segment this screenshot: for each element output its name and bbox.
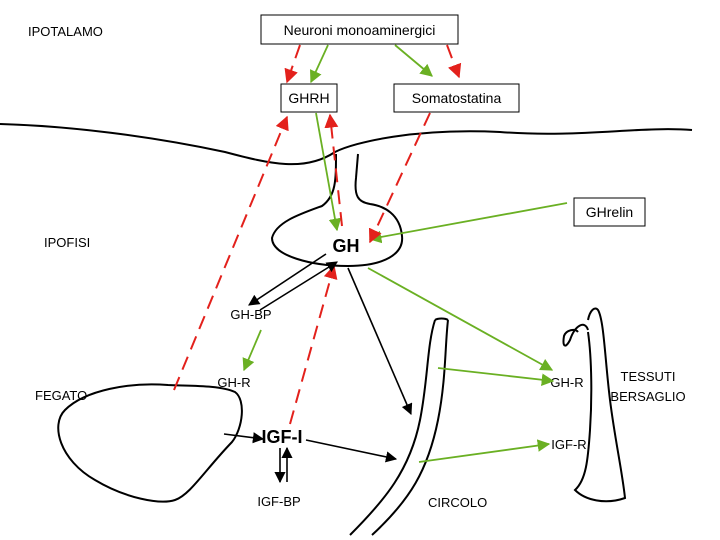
arrow-ghbp-to-gh [259,261,338,311]
region-circolo: CIRCOLO [428,495,487,510]
gh-r-tissue-label: GH-R [550,375,583,390]
region-ipotalamo: IPOTALAMO [28,24,103,39]
region-fegato: FEGATO [35,388,87,403]
arrow-neurons-to-somatostatin [394,44,433,77]
ghrelin-box [573,197,646,227]
arrow-gh-to-ghbp [248,253,327,306]
ghrh-box [280,83,338,113]
blood-vessel-left-wall [349,319,436,536]
arrow-liver-to-igf1 [223,432,265,444]
gh-label: GH [333,236,360,256]
arrow-circulation-to-igfr [418,439,551,463]
arrow-gh-to-circulation [347,267,413,416]
arrow-neurons-inhibit-somatostatin [446,44,462,79]
gh-r-liver-label: GH-R [217,375,250,390]
hypothalamus-boundary [0,123,693,166]
arrow-liver-feedback-ghrh [173,115,289,391]
igf-bp-label: IGF-BP [257,494,300,509]
somatostatina-box [393,83,520,113]
region-bersaglio: BERSAGLIO [610,389,685,404]
ghrh-label: GHRH [288,90,329,106]
arrow-neurons-inhibit-ghrh [284,44,301,84]
region-ipofisi: IPOFISI [44,235,90,250]
igf-r-label: IGF-R [551,437,586,452]
arrow-circulation-to-tissue-ghr [437,367,555,386]
gh-bp-label: GH-BP [230,307,271,322]
pituitary-outline [270,153,404,268]
somatostatina-label: Somatostatina [412,90,502,106]
target-tissue-outline [562,307,627,503]
arrow-igf1-to-circulation [305,439,398,463]
blood-vessel-right-wall [371,319,449,536]
neuroni-monoaminergici-label: Neuroni monoaminergici [284,22,436,38]
blood-vessel-top-cap [434,317,449,321]
neuroni-monoaminergici-box [260,14,459,45]
igf-1-label: IGF-I [262,427,303,447]
arrow-gh-to-tissue-ghr [367,267,554,371]
arrow-ghrelin-to-gh [368,202,568,244]
region-tessuti: TESSUTI [621,369,676,384]
arrow-ghbp-to-liver-ghr [242,329,262,372]
arrow-igf1-feedback-gh [289,264,338,425]
liver-outline [57,383,243,503]
arrow-somatostatin-inhibit-gh [368,112,431,244]
ghrelin-label: GHrelin [586,204,633,220]
arrow-gh-feedback-ghrh [324,113,343,227]
arrow-ghrh-to-gh [315,112,342,232]
arrow-neurons-to-ghrh [310,44,329,84]
